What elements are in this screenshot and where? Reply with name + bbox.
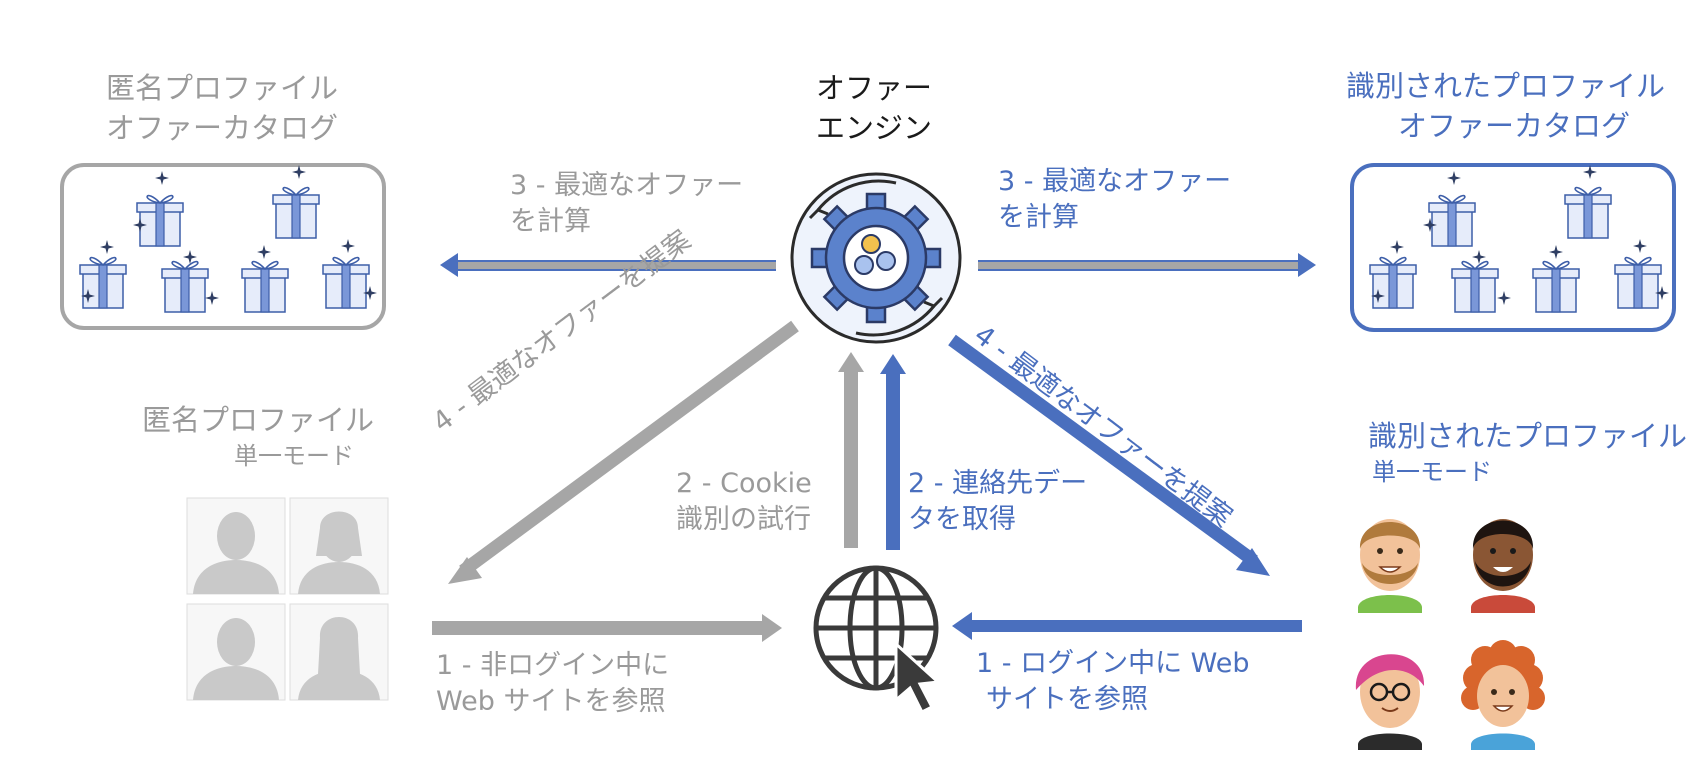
known-profile-subtitle: 単一モード	[1372, 458, 1492, 486]
step-contact: 2 - 連絡先デー タを取得	[908, 466, 1087, 538]
known-user-avatar	[1355, 654, 1425, 750]
step-known-browse: 1 - ログイン中に Web サイトを参照	[976, 646, 1250, 718]
step-anon-browse: 1 - 非ログイン中に Web サイトを参照	[436, 648, 669, 720]
website-globe-icon	[813, 565, 942, 715]
known-user-avatar	[1461, 640, 1545, 750]
anon-catalog-title-line2: オファーカタログ	[106, 111, 339, 145]
step-compute-left-line2: を計算	[510, 206, 591, 237]
step-compute-right-line2: を計算	[998, 202, 1079, 233]
offer-engine-title-line2: エンジン	[816, 111, 933, 145]
anonymous-user-icon	[289, 497, 389, 595]
offer-engine-icon	[790, 172, 962, 344]
arrow-propose-right	[948, 334, 1270, 576]
arrow-contact-up	[880, 354, 906, 550]
step-cookie: 2 - Cookie 識別の試行	[676, 466, 812, 538]
step-compute-left: 3 - 最適なオファー を計算	[510, 168, 743, 240]
anon-profile-label: 匿名プロファイル 単一モード	[142, 400, 374, 472]
step-contact-line1: 2 - 連絡先デー	[908, 468, 1088, 499]
known-catalog-title-line1: 識別されたプロファイル	[1346, 69, 1666, 103]
arrow-known-browse	[952, 612, 1302, 640]
step-compute-right-line1: 3 - 最適なオファー	[998, 166, 1232, 197]
step-compute-right: 3 - 最適なオファー を計算	[998, 164, 1231, 236]
known-user-avatar	[1471, 519, 1535, 613]
offer-engine-title: オファー エンジン	[816, 68, 932, 148]
anonymous-user-icon	[289, 603, 389, 701]
anon-catalog-title-line1: 匿名プロファイル	[106, 71, 339, 105]
step-cookie-line1: 2 - Cookie	[676, 468, 812, 499]
step-anon-browse-line2: Web サイトを参照	[436, 686, 666, 717]
step-contact-line2: タを取得	[908, 504, 1016, 535]
step-anon-browse-line1: 1 - 非ログイン中に	[436, 650, 670, 681]
anonymous-user-icon	[186, 603, 286, 701]
anon-catalog-title: 匿名プロファイル オファーカタログ	[106, 68, 338, 148]
step-compute-left-line1: 3 - 最適なオファー	[510, 170, 744, 201]
known-user-avatar	[1358, 519, 1422, 613]
anon-profile-title: 匿名プロファイル	[142, 403, 375, 437]
step-cookie-line2: 識別の試行	[676, 504, 811, 535]
known-catalog-title: 識別されたプロファイル オファーカタログ	[1346, 66, 1665, 146]
arrow-anon-browse	[432, 614, 782, 642]
anonymous-user-icon	[186, 497, 286, 595]
known-profile-label: 識別されたプロファイル 単一モード	[1368, 416, 1687, 488]
anon-profile-subtitle: 単一モード	[234, 442, 354, 470]
step-known-browse-line1: 1 - ログイン中に Web	[976, 648, 1250, 679]
arrow-compute-right	[978, 253, 1316, 277]
offer-engine-title-line1: オファー	[816, 71, 933, 105]
arrow-cookie-up	[838, 352, 864, 548]
arrow-propose-left	[448, 320, 799, 584]
known-profile-title: 識別されたプロファイル	[1368, 419, 1688, 453]
arrow-compute-left	[440, 253, 776, 277]
step-known-browse-line2: サイトを参照	[986, 684, 1148, 715]
known-catalog-title-line2: オファーカタログ	[1398, 109, 1631, 143]
